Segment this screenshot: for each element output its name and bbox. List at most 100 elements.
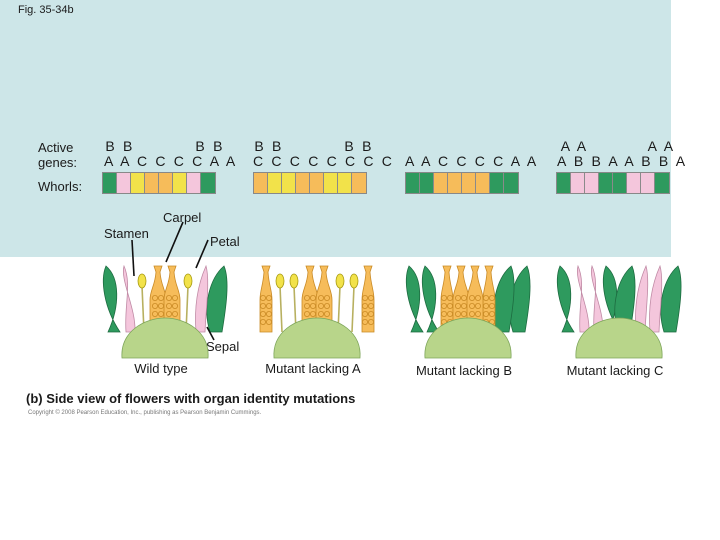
flower-lacking-b [406, 265, 531, 359]
caption-wild-type: Wild type [134, 361, 188, 376]
receptacle [121, 317, 209, 359]
flower-wild-type [103, 264, 228, 359]
ovule [304, 311, 311, 318]
flower-lacking-c [557, 264, 682, 359]
ovule [324, 295, 331, 302]
ovule [172, 311, 179, 318]
whorl-cell-carpel [352, 173, 366, 193]
receptacle [575, 317, 663, 359]
ovule [166, 303, 173, 310]
gene-row-bottom-lacking-a: C C C C C C C C [253, 153, 395, 169]
ovule [368, 311, 375, 318]
sepal-organ [614, 265, 636, 333]
stamen-anther [349, 273, 359, 289]
whorl-cell-sepal [655, 173, 669, 193]
whorl-cell-carpel [254, 173, 268, 193]
ovule [362, 311, 369, 318]
carpel-organ [163, 265, 181, 333]
sepal-organ [103, 265, 121, 333]
whorl-strip-lacking-b [405, 172, 519, 194]
whorl-cell-sepal [490, 173, 504, 193]
ovule [469, 295, 476, 302]
gene-row-top-lacking-c: A A A A [560, 138, 676, 154]
sepal-organ [660, 265, 682, 333]
whorl-cell-sepal [557, 173, 571, 193]
ovule [259, 311, 266, 318]
whorl-cell-sepal [613, 173, 627, 193]
petal-organ [122, 264, 136, 333]
stamen-filament [351, 285, 355, 333]
stamen-anther [137, 273, 147, 289]
gene-row-top-lacking-a: B B B B [254, 138, 374, 154]
figure-label: Fig. 35-34b [18, 4, 74, 16]
sepal-organ [557, 265, 575, 333]
ovule [489, 295, 496, 302]
ovule [265, 311, 272, 318]
ovule [455, 295, 462, 302]
stamen-anther [183, 273, 193, 289]
caption-lacking-a: Mutant lacking A [265, 361, 361, 376]
stamen-anther [335, 273, 345, 289]
ovule [362, 303, 369, 310]
whorl-cell-petal [585, 173, 599, 193]
stamen-anther [289, 273, 299, 289]
sepal-organ [406, 265, 424, 333]
ovule [362, 295, 369, 302]
ovule [265, 295, 272, 302]
flower-organs [259, 265, 375, 359]
ovule [166, 311, 173, 318]
whorl-cell-sepal [201, 173, 215, 193]
ovule [310, 295, 317, 302]
ovule [304, 303, 311, 310]
flower-organs [406, 265, 531, 359]
ovule [368, 295, 375, 302]
gene-row-bottom-lacking-c: A B B A A B B A [557, 153, 688, 169]
whorl-cell-stamen [338, 173, 352, 193]
active-genes-label: Active genes: [38, 140, 78, 170]
ovule [455, 303, 462, 310]
whorl-cell-petal [571, 173, 585, 193]
whorl-cell-carpel [296, 173, 310, 193]
ovule [368, 319, 375, 326]
ovule [441, 311, 448, 318]
ovule [259, 295, 266, 302]
whorl-cell-carpel [476, 173, 490, 193]
ovule [166, 295, 173, 302]
flower-organs [103, 264, 228, 359]
whorl-cell-stamen [173, 173, 187, 193]
whorl-cell-carpel [462, 173, 476, 193]
petal-organ [576, 264, 590, 333]
ovule [259, 319, 266, 326]
whorl-cell-stamen [131, 173, 145, 193]
whorl-cell-stamen [282, 173, 296, 193]
ovule [318, 303, 325, 310]
whorl-cell-carpel [145, 173, 159, 193]
diagram-panel [0, 0, 671, 257]
whorl-cell-carpel [159, 173, 173, 193]
whorl-strip-lacking-a [253, 172, 367, 194]
whorl-cell-sepal [406, 173, 420, 193]
ovule [489, 311, 496, 318]
gene-row-top-wild: B B B B [105, 138, 225, 154]
gene-row-bottom-wild: A A C C C C A A [104, 153, 238, 169]
whorl-cell-sepal [103, 173, 117, 193]
whorl-cell-carpel [434, 173, 448, 193]
caption-lacking-b: Mutant lacking B [415, 363, 513, 378]
ovule [259, 303, 266, 310]
ovule [483, 295, 490, 302]
sepal-organ [206, 265, 228, 333]
ovule [172, 295, 179, 302]
whorl-cell-carpel [310, 173, 324, 193]
ovule [455, 311, 462, 318]
whorl-strip-lacking-c [556, 172, 670, 194]
petal-organ [635, 264, 649, 333]
carpel-label: Carpel [163, 210, 202, 225]
figure-caption: (b) Side view of flowers with organ iden… [26, 391, 356, 406]
whorl-strip-wild [102, 172, 216, 194]
petal-organ [590, 264, 604, 333]
ovule [368, 303, 375, 310]
whorl-cell-stamen [268, 173, 282, 193]
whorl-cell-petal [117, 173, 131, 193]
flower-organs [557, 264, 682, 359]
ovule [461, 295, 468, 302]
